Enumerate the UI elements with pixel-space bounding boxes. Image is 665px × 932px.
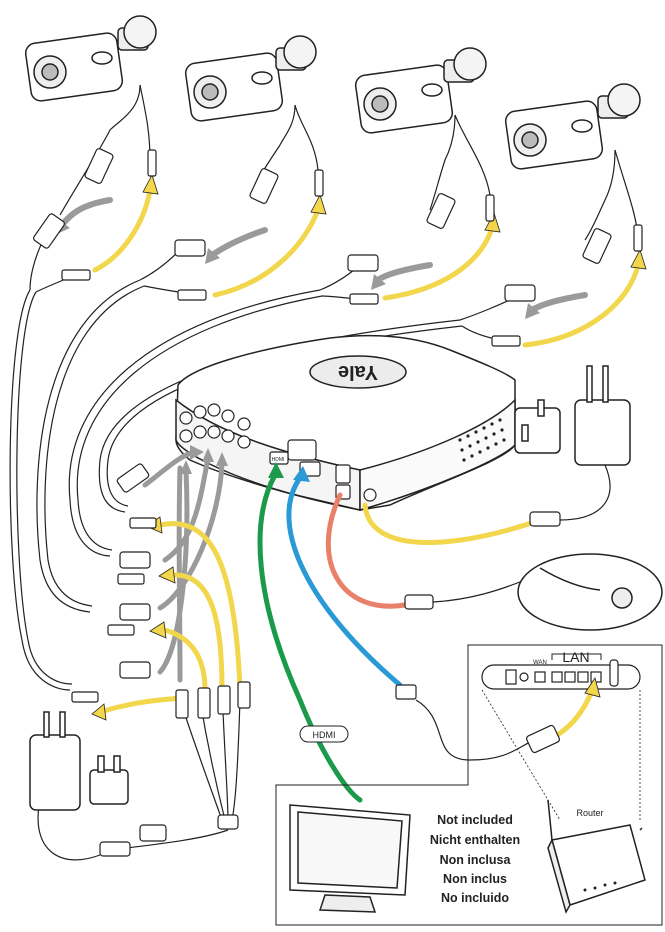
not-included-frame — [275, 644, 663, 926]
lan-label: LAN — [562, 649, 589, 665]
router-label: Router — [576, 808, 603, 818]
not-included-es: No incluido — [441, 891, 509, 905]
camera-1 — [24, 15, 157, 102]
hdmi-label: HDMI — [313, 730, 336, 740]
not-included-de: Nicht enthalten — [430, 833, 520, 847]
camera-connectors — [33, 148, 643, 347]
not-included-list: Not included Nicht enthalten Non inclusa… — [430, 813, 520, 905]
not-included-fr: Non inclus — [443, 872, 507, 886]
dvr-hdmi-port-label: HDMI — [272, 457, 285, 463]
not-included-it: Non inclusa — [440, 853, 512, 867]
usb-plug — [404, 594, 434, 610]
lan-cable — [286, 475, 403, 688]
dvr-power-cables — [97, 521, 243, 715]
wan-label: WAN — [533, 660, 547, 666]
camera-4 — [504, 83, 641, 170]
left-power-adapter — [29, 711, 129, 811]
camera-3 — [354, 47, 487, 134]
dvr-vents — [458, 418, 506, 462]
dvr-bnc-ports — [179, 403, 251, 449]
camera-power-arrows — [92, 187, 641, 348]
camera-2 — [184, 35, 317, 122]
router-back-panel — [481, 659, 641, 690]
dvr-side-connectors — [71, 463, 157, 703]
monitor — [289, 804, 411, 913]
not-included-en: Not included — [437, 813, 513, 827]
dvr-video-cable-heads — [180, 445, 228, 474]
dvr-logo: Yale — [338, 361, 378, 383]
dvr-power-input-cable — [362, 502, 543, 545]
mouse-cable — [432, 579, 526, 603]
right-power-adapter — [514, 365, 631, 466]
router — [547, 799, 646, 914]
hdmi-arrow-head — [268, 462, 284, 478]
camera-y-splits — [59, 84, 639, 241]
hdmi-cable — [257, 472, 363, 803]
power-splitter-parts — [99, 681, 251, 857]
router-lan-arrow-head — [584, 677, 601, 698]
lan-bracket — [551, 653, 602, 660]
lan-plug-dvr — [395, 684, 417, 700]
lan-plug-router — [525, 724, 561, 754]
lan-arrow-head — [293, 466, 310, 482]
camera-drop-cables — [29, 229, 521, 341]
camera-power-arrow-heads — [142, 173, 647, 270]
usb-cable — [325, 492, 408, 609]
mouse — [517, 553, 663, 631]
twist-arrow-heads — [55, 219, 540, 319]
hdmi-label-pill — [299, 725, 349, 743]
router-projection-lines — [481, 689, 641, 821]
dvr-video-cables — [142, 449, 225, 683]
dvr-rear-ports — [269, 439, 377, 502]
lan-cable-to-router — [415, 699, 536, 761]
right-power-cable — [559, 464, 611, 521]
dvr-power-plug — [529, 511, 561, 527]
